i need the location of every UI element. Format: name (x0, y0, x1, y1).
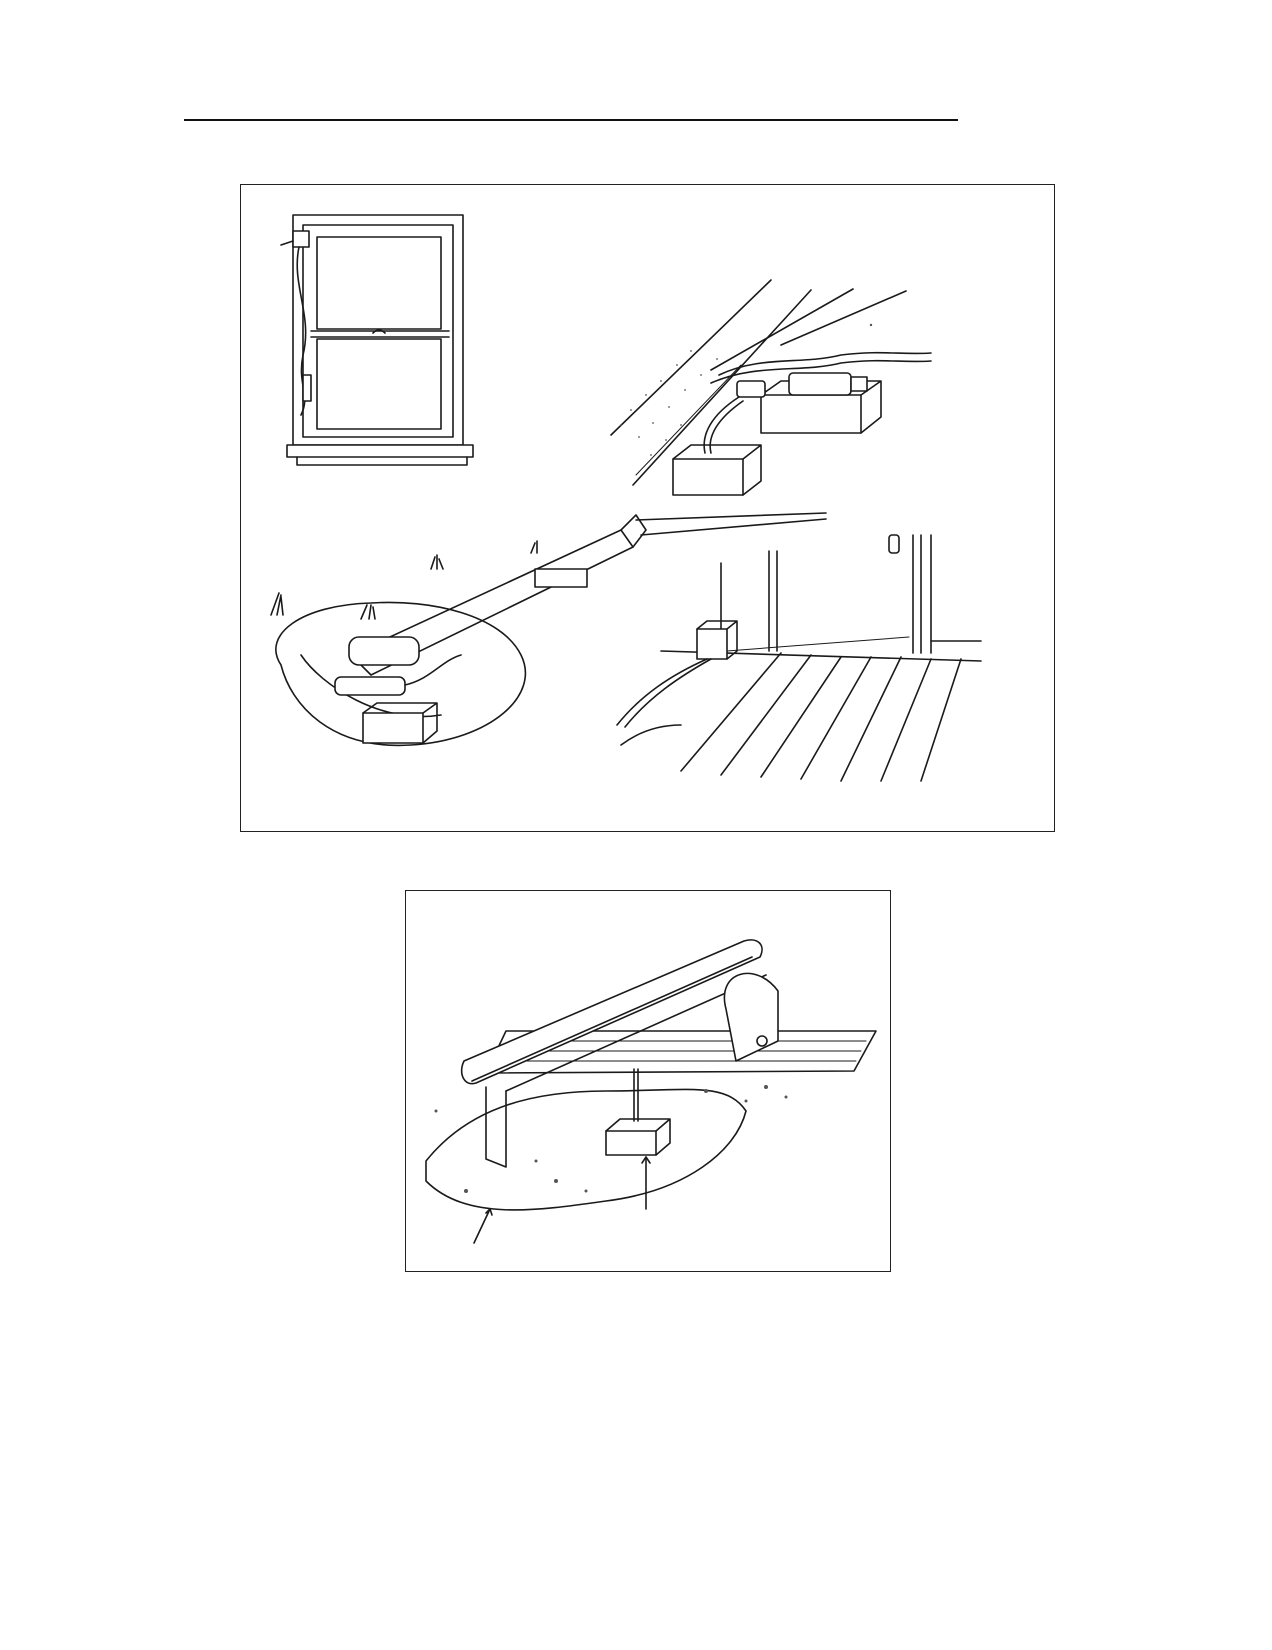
header-rule (184, 119, 958, 121)
rifle-trap-illustration (270, 512, 827, 747)
figure-rail-charge (405, 890, 891, 1272)
floorboard-plank-trap-illustration (610, 279, 932, 496)
figure-booby-trap-scenes (240, 184, 1055, 832)
rail-track-charge-illustration (425, 939, 877, 1244)
figure-rail-charge-drawing (425, 939, 877, 1244)
figure-booby-trap-scenes-drawing (270, 214, 982, 782)
window-sash-trap-illustration (280, 214, 474, 466)
doorway-tripwire-trap-illustration (616, 534, 982, 782)
